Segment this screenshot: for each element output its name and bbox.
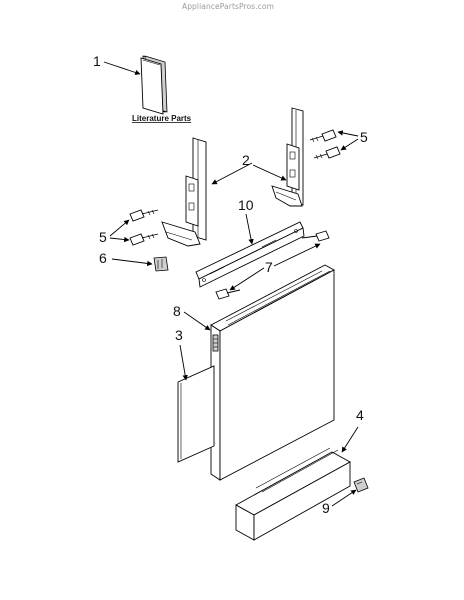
rail-screw-right [301, 230, 330, 242]
leader-6 [111, 258, 153, 267]
callout-3: 3 [175, 327, 183, 343]
screw-lower-left-b [129, 233, 159, 246]
insulation-panel [177, 365, 215, 463]
literature-booklet [140, 55, 168, 115]
leader-7b [229, 267, 265, 291]
callout-4: 4 [356, 407, 364, 423]
callout-9: 9 [322, 500, 330, 516]
leader-8 [183, 311, 211, 331]
leader-5c [109, 219, 130, 237]
watermark: AppliancePartsPros.com [181, 2, 274, 11]
leader-5b [340, 138, 359, 151]
mounting-bracket-left [161, 137, 207, 247]
mounting-bracket-right [271, 107, 304, 207]
clip-part [153, 256, 169, 272]
screw-lower-left-a [129, 209, 159, 222]
callout-1: 1 [93, 53, 101, 69]
screw-upper-right-b [313, 146, 341, 160]
leader-5d [109, 236, 130, 243]
literature-parts-label: Literature Parts [132, 114, 192, 123]
leader-2b [252, 164, 287, 181]
callout-6: 6 [99, 250, 107, 266]
toe-panel-clip [353, 477, 369, 493]
callout-8: 8 [173, 303, 181, 319]
callout-7: 7 [265, 259, 273, 275]
door-panel [210, 264, 335, 481]
callout-5-lower: 5 [99, 229, 107, 245]
leader-10 [245, 213, 254, 245]
leader-5a [337, 130, 359, 137]
callout-2: 2 [242, 152, 250, 168]
toe-kick-panel [235, 447, 351, 541]
leader-2a [211, 162, 253, 185]
callout-5-upper: 5 [360, 129, 368, 145]
rail-screw-left [215, 288, 241, 300]
leader-9 [331, 489, 357, 507]
screw-upper-right-a [309, 129, 337, 143]
callout-10: 10 [238, 197, 254, 213]
leader-4 [341, 426, 359, 453]
leader-3 [179, 344, 188, 381]
leader-7a [273, 243, 321, 267]
top-rail [195, 221, 305, 288]
leader-1 [103, 61, 141, 76]
